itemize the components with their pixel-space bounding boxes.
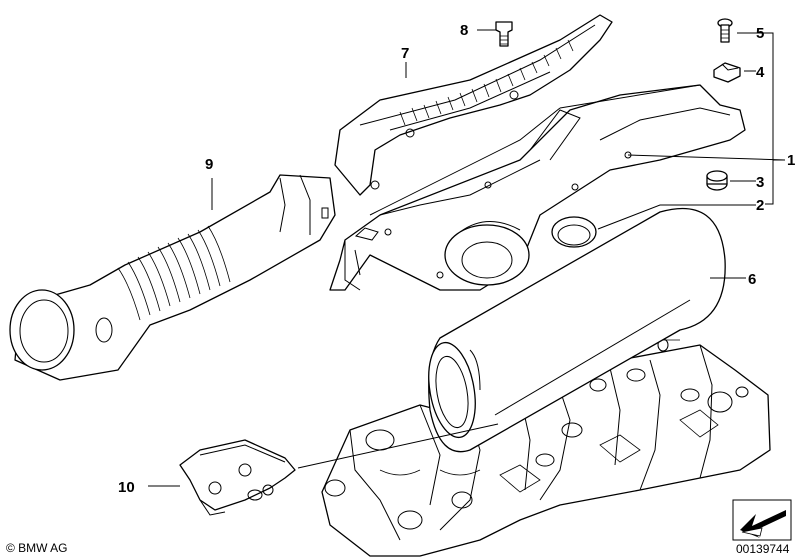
label-part-2: 2 [756,197,764,214]
part-7-drawing [334,14,613,196]
copyright-text: © BMW AG [6,541,68,555]
part-5-drawing [717,18,733,43]
label-part-7: 7 [401,45,409,62]
part-3-drawing [706,170,728,191]
part-4-drawing [713,62,741,83]
label-part-4: 4 [756,64,765,81]
label-part-1: 1 [787,152,795,169]
label-part-9: 9 [205,156,213,173]
direction-arrow-icon [732,499,792,541]
label-part-5: 5 [756,25,764,42]
part-10-drawing [179,439,296,516]
part-9-drawing [9,174,336,381]
part-8-drawing [495,21,513,47]
part-6-drawing [428,207,726,453]
label-part-6: 6 [748,271,756,288]
label-part-8: 8 [460,22,468,39]
leader-lines [148,29,786,487]
drawing-number: 00139744 [736,542,790,556]
part-1-2-drawing [329,84,746,291]
label-part-10: 10 [118,479,135,496]
label-part-3: 3 [756,174,764,191]
